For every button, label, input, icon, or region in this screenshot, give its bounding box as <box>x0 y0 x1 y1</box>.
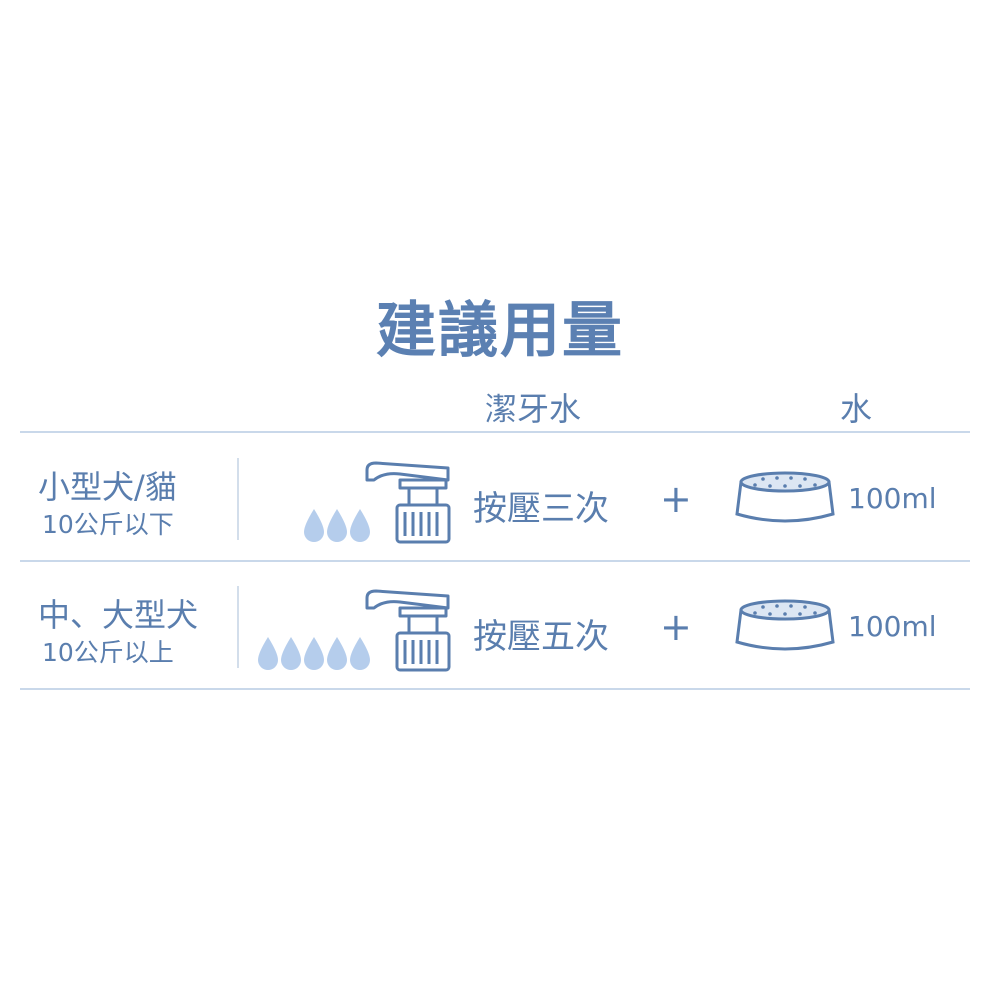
row-divider <box>237 586 239 668</box>
drop-icon <box>304 509 324 542</box>
water-amount: 100ml <box>848 610 937 643</box>
pump-icon <box>365 461 451 544</box>
drop-icon <box>304 637 324 670</box>
water-bowl-icon <box>735 471 835 523</box>
drops-icon <box>258 637 370 670</box>
row-category: 小型犬/貓 <box>38 468 177 506</box>
header-solution: 潔牙水 <box>484 390 582 428</box>
drop-icon <box>350 637 370 670</box>
row-divider <box>237 458 239 540</box>
drops-icon <box>304 509 370 542</box>
water-amount: 100ml <box>848 482 937 515</box>
pump-count: 按壓五次 <box>473 617 609 657</box>
divider <box>20 560 970 562</box>
row-category: 中、大型犬 <box>38 596 199 634</box>
row-weight: 10公斤以下 <box>42 510 174 539</box>
row-weight: 10公斤以上 <box>42 638 174 667</box>
drop-icon <box>350 509 370 542</box>
drop-icon <box>327 637 347 670</box>
divider <box>20 431 970 433</box>
water-bowl-icon <box>735 599 835 651</box>
plus-sign: + <box>660 477 692 521</box>
drop-icon <box>258 637 278 670</box>
drop-icon <box>327 509 347 542</box>
pump-count: 按壓三次 <box>473 489 609 529</box>
header-water: 水 <box>839 390 873 428</box>
drop-icon <box>281 637 301 670</box>
plus-sign: + <box>660 605 692 649</box>
pump-icon <box>365 589 451 672</box>
page-title: 建議用量 <box>376 296 624 366</box>
divider <box>20 688 970 690</box>
